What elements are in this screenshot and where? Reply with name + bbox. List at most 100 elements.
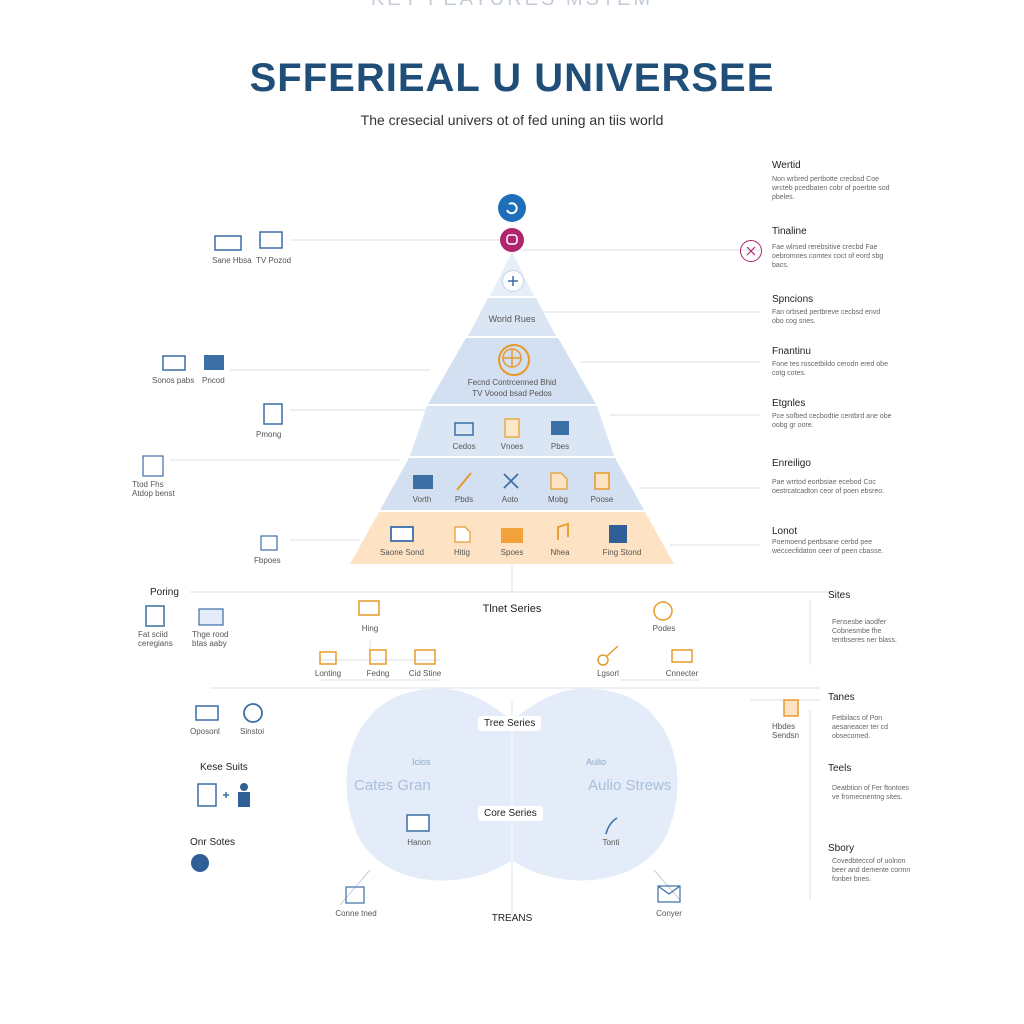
right-panel-title-2: Spncions	[772, 294, 814, 305]
laptop-icon	[413, 475, 433, 489]
right-panel-desc-3: Fone tes roscetbildo cerodn ered obe cot…	[772, 361, 888, 377]
bottom-right-block-title-2: Sbory	[828, 843, 855, 854]
center-row-label-2: Cid Stine	[408, 669, 442, 678]
bottom-right-block-desc-1: Deatbtion of Fer ftontoes ve fromecnentn…	[832, 785, 910, 801]
lower-left-item-1-line1: Thge rood	[192, 630, 229, 639]
tier4-label-3: Mobg	[547, 495, 568, 504]
bag-icon	[319, 651, 337, 665]
globe-icon	[498, 344, 530, 376]
photo-icon	[204, 355, 224, 370]
tier4-label-1: Pbds	[454, 495, 474, 504]
chat-icon	[500, 228, 524, 252]
folder-icon	[454, 422, 474, 436]
monitor-icon	[390, 526, 414, 542]
bottom-title: TREANS	[491, 913, 533, 924]
quill-icon	[605, 817, 618, 835]
left-label-sane: Sane Hbsa	[212, 256, 252, 265]
right-top-label: Podes	[652, 624, 676, 633]
right-panel-title-6: Lonot	[772, 526, 798, 537]
left-label-pmong: Pmong	[256, 430, 282, 439]
center-series-title: Tlnet Series	[482, 603, 542, 615]
folder-outline-icon	[198, 608, 224, 626]
display-icon	[195, 705, 219, 721]
onr-sotes-title: Onr Sotes	[190, 837, 236, 848]
pyramid-tier-4	[380, 458, 644, 510]
books-person-icon	[197, 783, 250, 807]
tier3-label-0: Cedos	[452, 442, 476, 451]
photo-frame-icon	[345, 886, 365, 904]
brush-icon	[456, 472, 472, 491]
left-label-ttod: Ttod Fhs	[132, 480, 164, 489]
right-row-label-0: Lgsorl	[597, 669, 619, 678]
center-row-label-0: Lonting	[314, 669, 342, 678]
lower-left-header: Poring	[150, 587, 179, 598]
center-row-label-1: Fedng	[366, 669, 390, 678]
right-panel-desc-5: Pae wrrtod eortbsiae ecebod Coc oestrcat…	[772, 479, 885, 495]
tier2-label-line1: Fecnd Contrcenned Bhid	[467, 378, 557, 387]
kese-suits-title: Kese Suits	[200, 762, 248, 773]
music-icon	[557, 522, 569, 540]
compass-icon	[243, 703, 263, 723]
settings-doc-icon	[142, 455, 164, 477]
refresh-icon	[498, 194, 526, 222]
right-panel-desc-2: Fan orbsed pertbreve cecbsd envd obo cog…	[772, 309, 881, 325]
badge-icon	[191, 854, 209, 872]
bottom-right-block-title-0: Tanes	[828, 692, 855, 703]
tv-icon	[214, 235, 242, 251]
laptop-orange-icon	[358, 600, 380, 616]
tier5-label-1: Hitig	[453, 548, 470, 557]
left-label-atdop: Atdop benst	[132, 489, 175, 498]
page-title: SFFERIEAL U UNIVERSEE	[249, 56, 775, 100]
tier4-label-2: Aoto	[501, 495, 519, 504]
right-panel-title-4: Etgnles	[772, 398, 806, 409]
bottom-right-item-0-line1: Hbdes	[772, 722, 796, 731]
lower-left-item-0-line1: Fat sciid	[138, 630, 168, 639]
pyramid-tier-1	[468, 298, 556, 336]
tier3-label-1: Vnoes	[500, 442, 524, 451]
right-panel-desc-0: Non wrbred pertbotte crecbsd Coe wrcteb …	[772, 176, 890, 201]
center-top-label: Hing	[361, 624, 379, 633]
folder-orange-icon	[501, 528, 523, 543]
globe-orange-icon	[653, 601, 673, 621]
tier3-label-2: Pbes	[550, 442, 570, 451]
tier1-label: World Rues	[488, 314, 536, 324]
tier5-label-2: Spoes	[500, 548, 524, 557]
bottom-right-label: Conyer	[656, 909, 682, 918]
map-icon	[550, 472, 568, 490]
document-icon	[504, 418, 520, 438]
note-icon	[454, 526, 471, 543]
right-panel-desc-4: Pce sofbed cecbodtie centbrd ane obe oob…	[772, 413, 892, 429]
ghost-left-big: Cates Gran	[354, 777, 431, 794]
video-icon	[162, 355, 186, 371]
scissors-icon	[740, 240, 762, 262]
tools-icon	[503, 473, 519, 489]
clipboard-icon	[145, 605, 165, 627]
tier4-label-4: Poose	[590, 495, 614, 504]
core-right-label: Tonti	[602, 838, 620, 847]
left-label-tv: TV Pozod	[256, 256, 292, 265]
bottom-right-item-0-line2: Sendsn	[772, 731, 800, 740]
bottom-right-block-desc-0: Fetbilacs of Pon aesaneacer ter cd obsec…	[832, 715, 889, 740]
lantern-icon	[783, 699, 799, 717]
right-panel-title-0: Wertid	[772, 160, 801, 171]
ghost-right-small: Aulio	[586, 757, 607, 767]
plus-icon	[502, 270, 524, 292]
printer-icon	[671, 649, 693, 663]
left-label-fbpoes: Fbpoes	[254, 556, 281, 565]
tier2-label-line2: TV Voood bsad Pedos	[472, 389, 552, 398]
bottom-left-label: Conne tned	[335, 909, 377, 918]
right-panel-title-3: Fnantinu	[772, 346, 811, 357]
lower-left-item-0-line2: ceregians	[138, 639, 173, 648]
right-panel-desc-1: Fae wlrsed rerebsitive crecbd Fae oebrom…	[772, 244, 884, 269]
core-series-label: Core Series	[478, 806, 543, 821]
case-icon	[369, 649, 387, 665]
book-blue-icon	[609, 525, 627, 543]
bottom-right-block-title-1: Teels	[828, 763, 852, 774]
tree-series-label: Tree Series	[478, 716, 542, 731]
lower-left-item-1-line2: btas aaby	[192, 639, 227, 648]
ghost-left-small: Icios	[412, 757, 431, 767]
core-left-label: Hanon	[407, 838, 431, 847]
sites-title: Sites	[828, 590, 851, 601]
right-row-label-1: Cnnecter	[665, 669, 699, 678]
tier5-label-0: Saone Sond	[379, 548, 425, 557]
